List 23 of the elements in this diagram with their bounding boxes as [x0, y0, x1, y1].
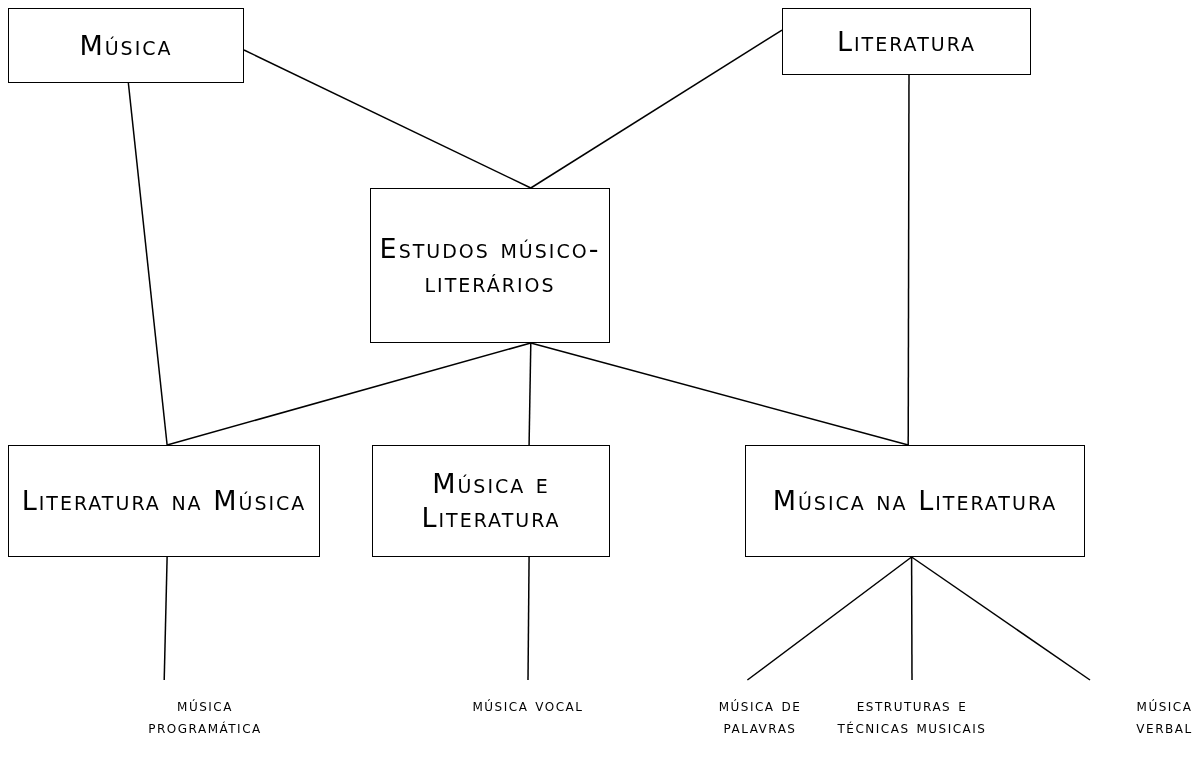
- leaf-label: música programática: [120, 680, 290, 760]
- leaf-label: estruturas e técnicas musicais: [832, 680, 992, 776]
- concept-box: Literatura: [782, 8, 1031, 75]
- connector-line: [528, 342, 532, 446]
- connector-line: [910, 556, 1091, 681]
- concept-box: Música na Literatura: [745, 445, 1085, 557]
- concept-box: Literatura na Música: [8, 445, 320, 557]
- connector-line: [166, 342, 532, 446]
- concept-box: Música: [8, 8, 244, 83]
- concept-box: Estudos músico-literários: [370, 188, 610, 343]
- connector-line: [907, 74, 910, 446]
- leaf-label: música vocal: [440, 680, 616, 740]
- leaf-label: música de palavras: [690, 680, 830, 760]
- leaf-label: música verbal: [1128, 680, 1201, 760]
- connector-line: [527, 556, 530, 681]
- connector-line: [243, 49, 532, 189]
- connector-line: [910, 556, 913, 681]
- connector-line: [530, 29, 783, 189]
- concept-box: Música e Literatura: [372, 445, 610, 557]
- connector-line: [530, 342, 909, 446]
- connector-line: [746, 556, 913, 681]
- connector-line: [127, 82, 168, 446]
- connector-line: [163, 556, 168, 681]
